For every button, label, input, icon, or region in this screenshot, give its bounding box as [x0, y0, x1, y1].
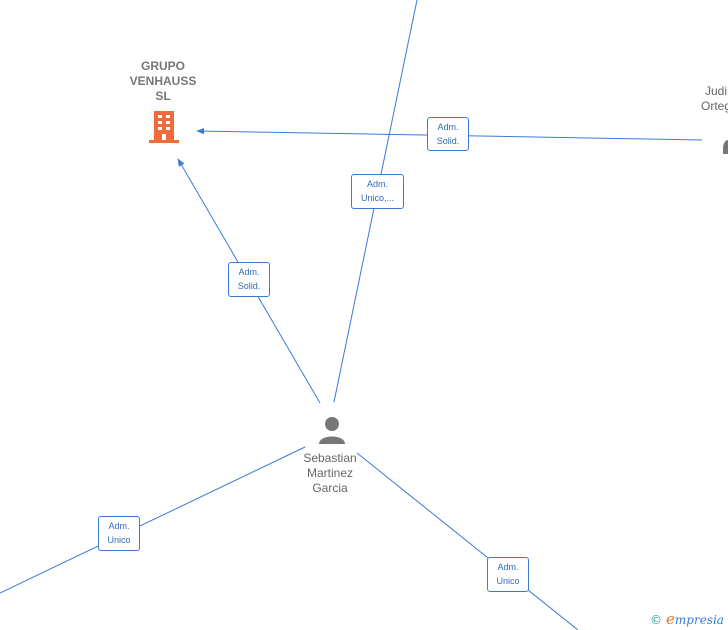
person-icon[interactable]	[317, 415, 347, 445]
empresia-watermark: © empresia	[650, 610, 724, 628]
relation-label-line: Solid.	[436, 136, 460, 146]
relation-label[interactable]: Adm. Unico,...	[351, 174, 404, 209]
person-name-line: Sebastian	[303, 451, 357, 465]
brand-name: mpresia	[674, 613, 724, 627]
person-name[interactable]: Sebastian Martinez Garcia	[290, 451, 370, 496]
relation-label-line: Solid.	[237, 281, 261, 291]
person-name-line: Martinez	[306, 466, 353, 480]
relation-label-line: Adm.	[238, 267, 260, 277]
relation-label-line: Adm.	[497, 562, 519, 572]
person-name-line: Judi	[705, 84, 728, 98]
relation-label-line: Unico	[107, 535, 131, 545]
person-name-line: Orteg	[701, 99, 728, 113]
relation-label[interactable]: Adm. Solid.	[228, 262, 270, 297]
brand-initial: e	[666, 610, 675, 628]
company-name-line: VENHAUSS	[129, 74, 197, 88]
company-name-line: SL	[155, 89, 171, 103]
relation-label-line: Adm.	[108, 521, 130, 531]
copyright-icon: ©	[650, 613, 662, 627]
relation-label[interactable]: Adm. Unico	[487, 557, 529, 592]
building-icon[interactable]	[148, 109, 180, 145]
company-name-line: GRUPO	[140, 59, 185, 73]
person-name-right[interactable]: Judi Orteg	[696, 84, 728, 114]
edge-sebastian-to-bottom-right	[356, 452, 579, 630]
company-name[interactable]: GRUPO VENHAUSS SL	[118, 59, 208, 104]
relation-label-line: Unico	[496, 576, 520, 586]
person-icon[interactable]	[720, 136, 728, 154]
relation-label-line: Adm.	[366, 179, 388, 189]
relation-label-line: Adm.	[437, 122, 459, 132]
edge-sebastian-to-bottom-left	[0, 446, 306, 594]
person-name-line: Garcia	[312, 481, 348, 495]
relation-label-line: Unico,...	[360, 193, 394, 203]
relation-label[interactable]: Adm. Solid.	[427, 117, 469, 151]
relation-label[interactable]: Adm. Unico	[98, 516, 140, 551]
